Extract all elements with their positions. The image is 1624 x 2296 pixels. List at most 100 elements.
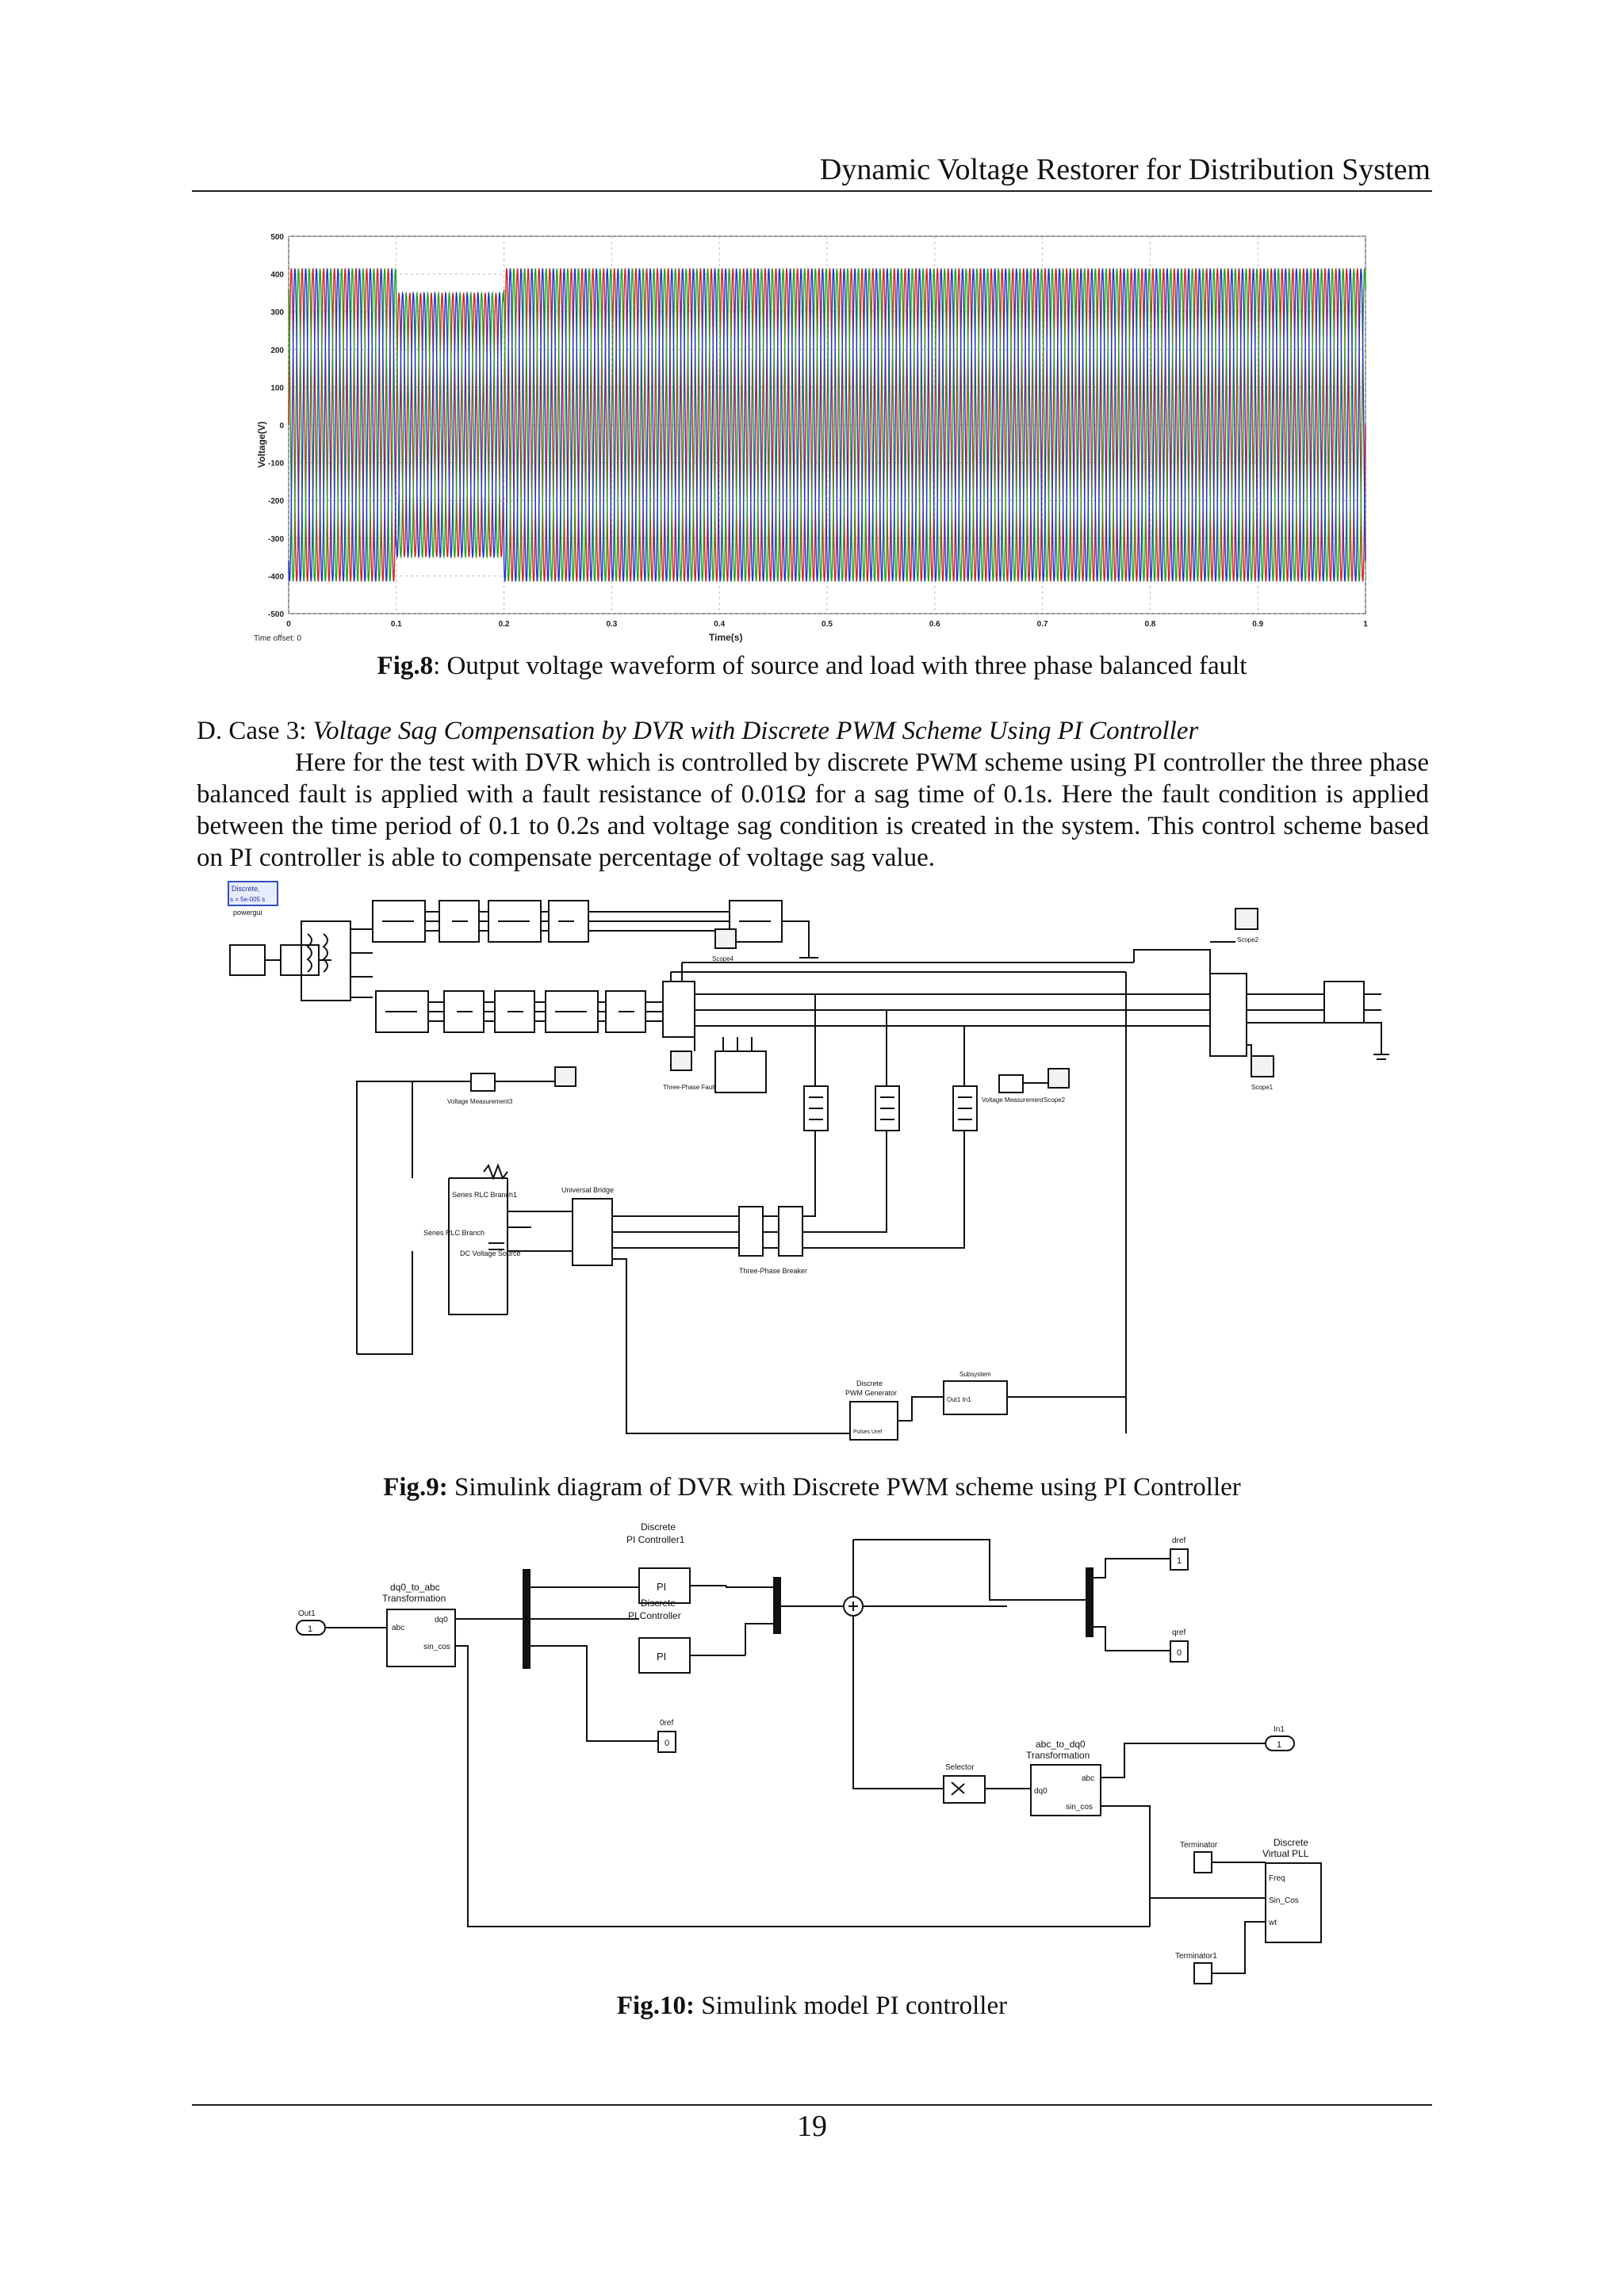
mux-right: [1086, 1567, 1094, 1637]
chart-y-tick-label: 100: [270, 384, 284, 392]
oref-value: 0: [665, 1739, 669, 1748]
chart-series: [288, 268, 1366, 582]
footer-rule: [192, 2104, 1432, 2106]
filter-block[interactable]: [738, 1206, 764, 1257]
injection-transformers: [803, 994, 978, 1196]
figure-10-label: Fig.10:: [616, 1992, 695, 2020]
chart-x-tick-label: 0.7: [1037, 620, 1048, 629]
dc-voltage-source-label: DC Voltage Source: [460, 1249, 521, 1257]
selector-block[interactable]: [943, 1775, 986, 1804]
figure-10-caption: Fig.10: Simulink model PI controller: [0, 1992, 1624, 2021]
figure-9-caption: Fig.9: Simulink diagram of DVR with Disc…: [0, 1473, 1624, 1502]
terminator-block[interactable]: [1193, 1851, 1212, 1873]
scope-2[interactable]: [670, 1050, 692, 1071]
pi-controller-1-title-a: Discrete: [641, 1521, 676, 1533]
abc-to-dq0-title-b: Transformation: [1026, 1750, 1090, 1761]
chart-y-tick-label: -300: [268, 535, 284, 544]
vi-measurement[interactable]: [662, 981, 695, 1038]
powergui-block[interactable]: [228, 881, 278, 906]
figure-8-label: Fig.8: [377, 652, 434, 680]
pi-controller-1-label: PI: [657, 1581, 666, 1593]
three-phase-fault[interactable]: [714, 1050, 767, 1093]
chart-time-offset: Time offset: 0: [254, 634, 301, 643]
figure-8-caption: Fig.8: Output voltage waveform of source…: [0, 652, 1624, 681]
chart-y-tick-label: 300: [270, 308, 284, 317]
running-header: Dynamic Voltage Restorer for Distributio…: [819, 153, 1431, 186]
three-phase-fault-label: Three-Phase Fault: [663, 1084, 716, 1091]
chart-x-tick-label: 0.3: [606, 620, 617, 629]
header-rule: [192, 190, 1432, 192]
chart-y-tick-label: 500: [270, 233, 284, 242]
chart-y-tick-label: -400: [268, 572, 284, 581]
demux-middle: [773, 1577, 781, 1634]
pll-port-freq: Freq: [1269, 1874, 1285, 1883]
scope-2b[interactable]: [1048, 1068, 1070, 1089]
terminator1-block[interactable]: [1193, 1962, 1212, 1984]
chart-x-tick-label: 0.8: [1144, 620, 1155, 629]
universal-bridge[interactable]: [572, 1198, 613, 1266]
load-vi-measurement[interactable]: [1209, 973, 1247, 1057]
load-rlc[interactable]: [1323, 981, 1365, 1024]
dq0-to-abc-title-b: Transformation: [382, 1593, 446, 1604]
pll-title-b: Virtual PLL: [1262, 1848, 1309, 1859]
dq0-to-abc-port-sincos: sin_cos: [423, 1643, 450, 1651]
pll-port-wt: wt: [1268, 1919, 1277, 1927]
pi-controller-title-b: PI Controller: [628, 1610, 681, 1621]
voltage-measurement-label: Voltage Measurement: [982, 1096, 1044, 1104]
qref-value: 0: [1177, 1648, 1182, 1658]
abc-to-dq0-port-dq0: dq0: [1034, 1787, 1048, 1796]
oref-constant[interactable]: [657, 1731, 676, 1753]
dq0-to-abc-block[interactable]: [386, 1609, 456, 1667]
series-rlc-branch-label: Series RLC Branch: [423, 1229, 485, 1237]
figure-9-caption-text: Simulink diagram of DVR with Discrete PW…: [447, 1473, 1241, 1502]
chart-series-line-0: [288, 268, 1366, 582]
scope-4[interactable]: [714, 928, 737, 949]
selector-label: Selector: [945, 1763, 975, 1772]
source-impedance[interactable]: [280, 944, 320, 976]
chart-y-tick-label: 400: [270, 271, 284, 280]
three-phase-source[interactable]: [229, 944, 266, 976]
out1-num: 1: [308, 1624, 312, 1634]
chart-y-tick-label: 200: [270, 346, 284, 355]
pwm-generator-ports: Pulses Uref: [853, 1429, 882, 1435]
in1-label: In1: [1274, 1725, 1285, 1734]
pi-controller-title-a: Discrete: [641, 1598, 676, 1609]
voltage-measurement-3[interactable]: [470, 1073, 496, 1092]
section-heading-prefix: D. Case 3:: [197, 717, 313, 745]
pi-controller-label: PI: [657, 1651, 666, 1663]
dref-value: 1: [1177, 1556, 1182, 1566]
abc-to-dq0-block[interactable]: [1030, 1764, 1101, 1816]
subsystem-ports: Out1 In1: [947, 1396, 971, 1403]
powergui-label: powergui: [233, 909, 262, 916]
abc-to-dq0-title: abc_to_dq0: [1036, 1739, 1086, 1750]
dq0-to-abc-port-dq0: dq0: [435, 1616, 448, 1624]
scope-4-label: Scope4: [712, 955, 734, 962]
section-case3: D. Case 3: Voltage Sag Compensation by D…: [197, 715, 1429, 874]
section-paragraph: Here for the test with DVR which is cont…: [197, 748, 1429, 872]
chart-y-label: Voltage(V): [256, 422, 267, 468]
virtual-pll-block[interactable]: [1265, 1862, 1322, 1943]
upper-line-chain: [372, 900, 818, 963]
pwm-generator-title-top: Discrete: [856, 1380, 883, 1387]
terminator-label: Terminator: [1180, 1841, 1218, 1850]
voltage-measurement-3-label: Voltage Measurement3: [447, 1098, 513, 1105]
lower-line-chain: [375, 990, 663, 1033]
dref-constant[interactable]: [1170, 1548, 1189, 1571]
chart-series-line-1: [288, 268, 1366, 582]
source-transformer[interactable]: [301, 920, 351, 1001]
scope-load[interactable]: [1235, 908, 1258, 930]
powergui-label-top: Discrete,: [232, 885, 260, 893]
scope-1[interactable]: [1251, 1055, 1274, 1077]
powergui-label-mid: s = 5e-005 s: [230, 896, 265, 903]
chart-x-tick-label: 0.4: [714, 620, 725, 629]
voltage-measurement[interactable]: [998, 1074, 1024, 1093]
breaker-label: Three-Phase Breaker: [739, 1267, 807, 1275]
dq0-to-abc-title: dq0_to_abc: [390, 1582, 440, 1593]
scope-1-label: Scope1: [1251, 1084, 1274, 1091]
scope-3[interactable]: [554, 1066, 576, 1087]
section-heading-title: Voltage Sag Compensation by DVR with Dis…: [312, 717, 1199, 745]
chart-x-tick-label: 0.9: [1252, 620, 1263, 629]
three-phase-breaker[interactable]: [778, 1206, 803, 1257]
qref-constant[interactable]: [1170, 1640, 1189, 1663]
